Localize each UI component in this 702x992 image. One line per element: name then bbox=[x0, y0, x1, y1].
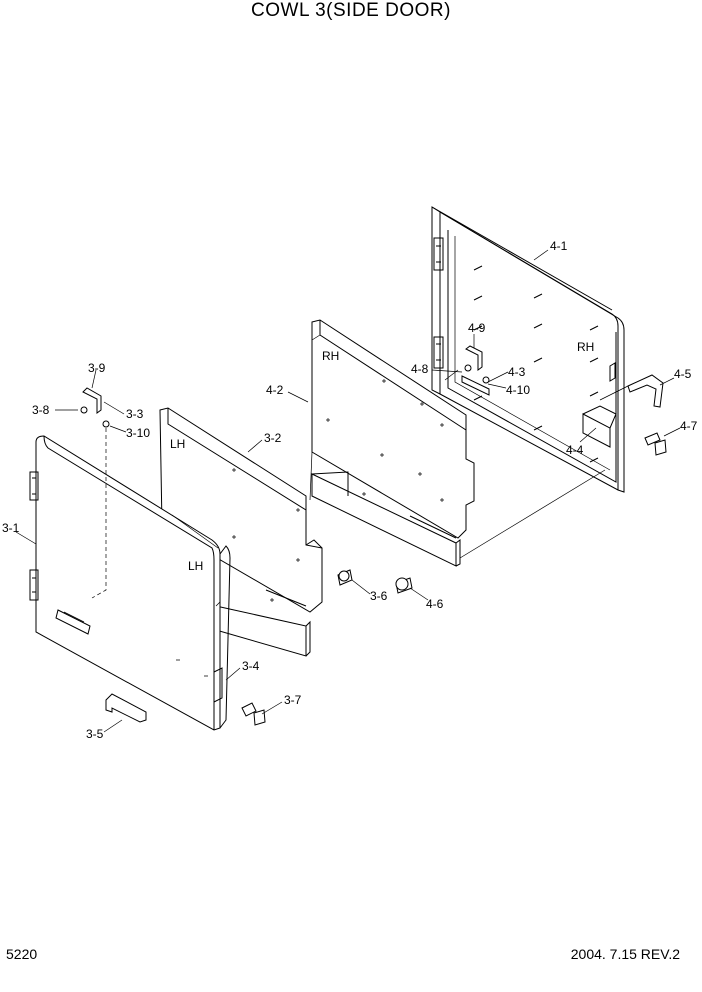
lh-inner-panel: LH bbox=[159, 407, 323, 657]
stopper-3-6 bbox=[337, 569, 353, 586]
label-4-1: 4-1 bbox=[550, 239, 568, 253]
label-4-5: 4-5 bbox=[674, 367, 692, 381]
inner-handle-3-9 bbox=[80, 387, 110, 428]
part-labels: 3-1 3-2 3-3 3-4 3-5 3-6 3-7 3-8 3-9 3-10… bbox=[2, 239, 698, 741]
label-4-6: 4-6 bbox=[426, 597, 444, 611]
label-3-1: 3-1 bbox=[2, 521, 20, 535]
label-4-8: 4-8 bbox=[411, 362, 429, 376]
bolt-4-7 bbox=[644, 432, 667, 456]
label-4-9: 4-9 bbox=[468, 321, 486, 335]
label-4-7: 4-7 bbox=[680, 419, 698, 433]
label-3-9: 3-9 bbox=[88, 361, 106, 375]
label-4-3: 4-3 bbox=[508, 365, 526, 379]
lh-door-mark: LH bbox=[188, 559, 203, 573]
outer-handle-3-5 bbox=[105, 693, 147, 723]
leader-lines bbox=[15, 249, 681, 733]
rh-inner-panel: RH bbox=[311, 319, 475, 567]
rh-door-mark: RH bbox=[577, 340, 594, 354]
label-3-6: 3-6 bbox=[370, 589, 388, 603]
stopper-4-6 bbox=[395, 577, 413, 594]
rh-door-frame: RH bbox=[431, 206, 625, 493]
label-3-2: 3-2 bbox=[264, 431, 282, 445]
page-title: COWL 3(SIDE DOOR) bbox=[251, 0, 451, 21]
lh-door: LH bbox=[29, 435, 231, 731]
label-3-8: 3-8 bbox=[32, 403, 50, 417]
label-3-5: 3-5 bbox=[86, 727, 104, 741]
label-4-10: 4-10 bbox=[506, 383, 530, 397]
phantom-lines bbox=[171, 369, 629, 607]
rh-panel-mark: RH bbox=[322, 349, 339, 363]
label-4-4: 4-4 bbox=[566, 443, 584, 457]
label-3-4: 3-4 bbox=[242, 659, 260, 673]
label-4-2: 4-2 bbox=[266, 383, 284, 397]
lh-panel-mark: LH bbox=[170, 437, 185, 451]
revision-date: 2004. 7.15 REV.2 bbox=[570, 946, 680, 962]
bolt-3-7 bbox=[241, 702, 266, 726]
label-3-3: 3-3 bbox=[126, 407, 144, 421]
page-number: 5220 bbox=[6, 946, 38, 962]
label-3-10: 3-10 bbox=[126, 426, 150, 440]
latch-striker-bracket bbox=[627, 374, 664, 408]
handle-centerline bbox=[91, 428, 107, 599]
label-3-7: 3-7 bbox=[284, 693, 302, 707]
